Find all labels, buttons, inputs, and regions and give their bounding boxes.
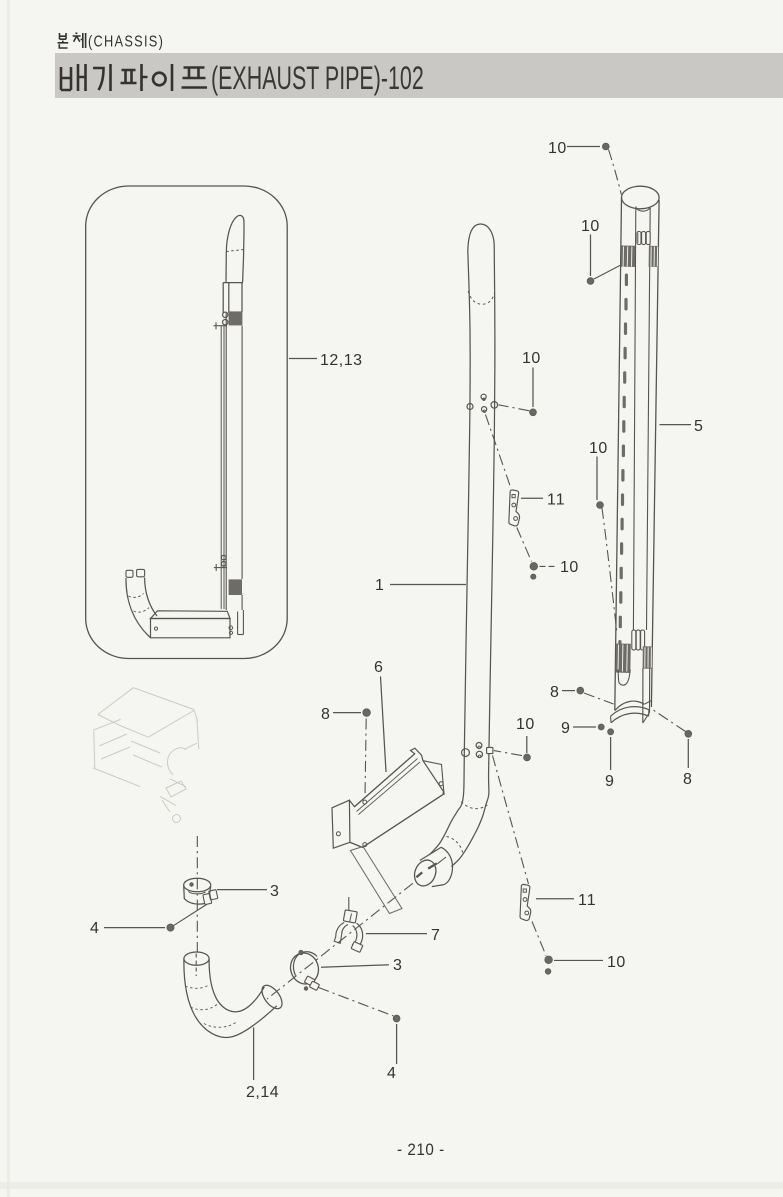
svg-text:12,13: 12,13 bbox=[320, 352, 363, 369]
svg-text:10: 10 bbox=[560, 559, 579, 576]
svg-text:9: 9 bbox=[605, 773, 614, 790]
svg-text:10: 10 bbox=[516, 716, 535, 733]
svg-text:6: 6 bbox=[374, 659, 383, 676]
svg-text:8: 8 bbox=[683, 771, 692, 788]
svg-text:10: 10 bbox=[581, 218, 600, 235]
svg-text:2,14: 2,14 bbox=[246, 1084, 279, 1101]
svg-text:3: 3 bbox=[270, 883, 279, 900]
svg-text:1: 1 bbox=[375, 577, 384, 594]
svg-text:7: 7 bbox=[431, 927, 440, 944]
svg-text:10: 10 bbox=[522, 350, 541, 367]
svg-text:8: 8 bbox=[321, 706, 330, 723]
svg-text:9: 9 bbox=[561, 720, 570, 737]
svg-text:11: 11 bbox=[547, 492, 566, 509]
svg-text:(EXHAUST PIPE)-102: (EXHAUST PIPE)-102 bbox=[211, 60, 424, 96]
svg-text:(CHASSIS): (CHASSIS) bbox=[88, 33, 164, 51]
svg-text:10: 10 bbox=[589, 440, 608, 457]
svg-text:- 210 -: - 210 - bbox=[397, 1141, 445, 1159]
svg-text:11: 11 bbox=[578, 892, 597, 909]
svg-text:4: 4 bbox=[387, 1065, 396, 1082]
svg-text:8: 8 bbox=[550, 684, 559, 701]
svg-text:5: 5 bbox=[694, 418, 703, 435]
svg-text:4: 4 bbox=[90, 920, 99, 937]
svg-text:3: 3 bbox=[393, 957, 402, 974]
svg-text:10: 10 bbox=[607, 954, 626, 971]
svg-text:10: 10 bbox=[548, 140, 567, 157]
